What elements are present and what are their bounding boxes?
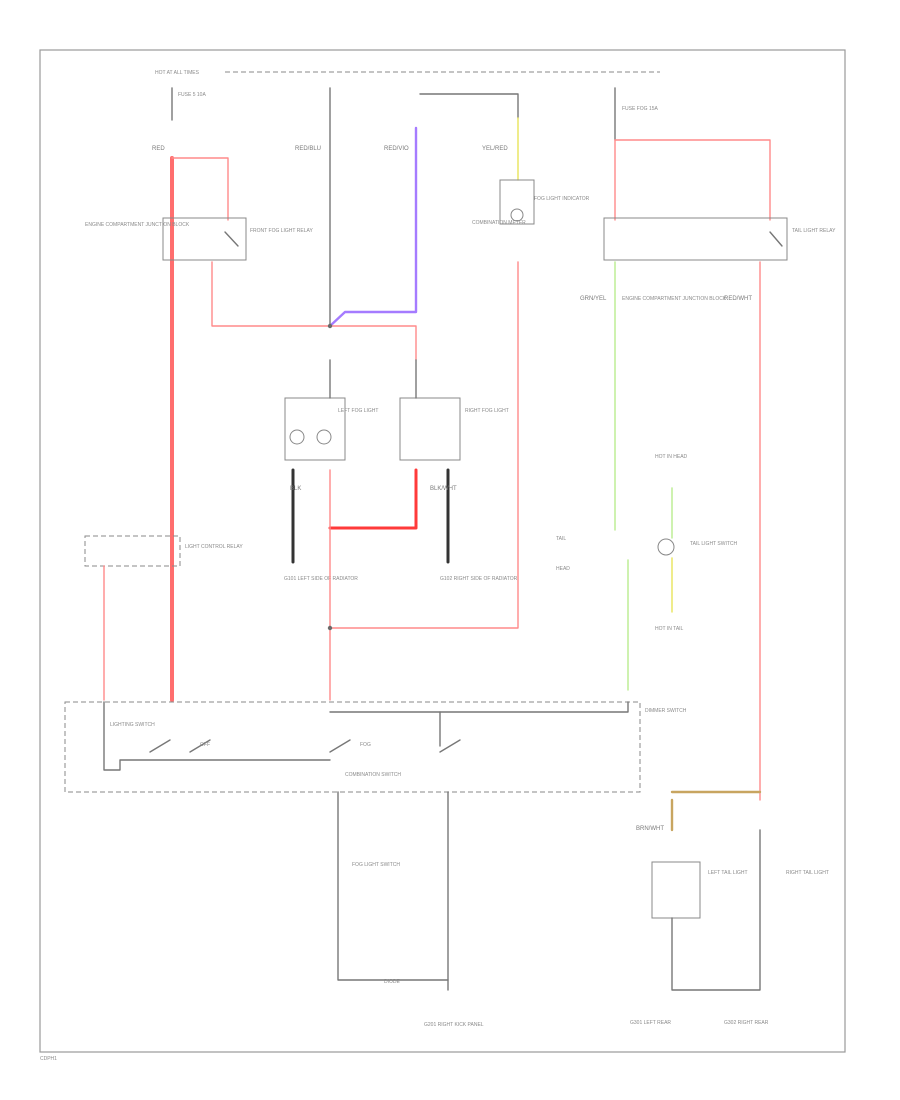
wire-red-right-top	[614, 139, 771, 221]
left-tail-box	[651, 861, 701, 919]
hot-in-head-label: HOT IN HEAD	[655, 454, 688, 460]
fuse-top-left-label: FUSE 5 10A	[178, 92, 206, 98]
hot-in-tail-label: HOT IN TAIL	[655, 626, 684, 632]
junction-dot-lower	[327, 625, 333, 631]
cond-head-label: HEAD	[556, 566, 570, 572]
left-fog-label: LEFT FOG LIGHT	[338, 408, 378, 414]
indicator-box	[499, 179, 535, 225]
code-yelred: YEL/RED	[482, 146, 508, 152]
indicator-label: FOG LIGHT INDICATOR	[534, 196, 590, 202]
relay-right-label: TAIL LIGHT RELAY	[792, 228, 836, 234]
diode-label: DIODE	[384, 979, 401, 985]
code-brnwht: BRN/WHT	[636, 826, 664, 832]
wire-red-cross	[328, 468, 418, 530]
code-redvio-1: RED/VIO	[384, 146, 409, 152]
ground-left-fog-label: G101 LEFT SIDE OF RADIATOR	[284, 576, 358, 582]
ground-right-fog-label: G102 RIGHT SIDE OF RADIATOR	[440, 576, 518, 582]
right-tail-label: RIGHT TAIL LIGHT	[786, 870, 829, 876]
combination-switch-box	[64, 701, 641, 793]
fuse-top-left: FUSE 5 10A	[171, 87, 206, 121]
code-blk-1: BLK	[290, 486, 301, 492]
wire-tail-ground	[671, 829, 761, 991]
cond-tail-label: TAIL	[556, 536, 566, 542]
wire-violet-feed	[328, 126, 418, 328]
top-bus-label: HOT AT ALL TIMES	[155, 70, 200, 76]
switch-line-1	[103, 701, 331, 771]
relay-left-box	[162, 217, 247, 261]
instrument-label: COMBINATION METER	[472, 220, 526, 226]
diagram-frame	[39, 49, 846, 1053]
tail-switch-label: TAIL LIGHT SWITCH	[690, 541, 738, 547]
wire-junction-right	[329, 325, 417, 361]
right-fog-light: RIGHT FOG LIGHT	[399, 397, 509, 461]
indicator-lamp	[510, 208, 524, 222]
connector-left-label: LIGHT CONTROL RELAY	[185, 544, 243, 550]
code-red-1: RED	[152, 146, 165, 152]
fuse-fog-label: FUSE FOG 15A	[622, 106, 659, 112]
relay-right-contact	[769, 231, 783, 247]
code-blkwht: BLK/WHT	[430, 486, 457, 492]
wire-right-return	[329, 261, 519, 629]
wire-indicator-feed	[419, 93, 519, 119]
combination-switch-label: COMBINATION SWITCH	[345, 772, 401, 778]
dimmer-label: DIMMER SWITCH	[645, 708, 687, 714]
relay-left-contact	[224, 231, 239, 247]
connector-left-box	[84, 535, 181, 567]
relay-right-box	[603, 217, 788, 261]
power-dist-right-label: ENGINE COMPARTMENT JUNCTION BLOCK	[622, 296, 727, 302]
wire-lower-left	[337, 791, 449, 981]
fog-switch-cluster: TAIL LIGHT SWITCH TAIL HEAD HOT IN HEAD …	[556, 454, 738, 632]
switch-line-3	[439, 701, 629, 713]
ground-left-tail-label: G301 LEFT REAR	[630, 1020, 671, 1026]
power-dist-left-label: ENGINE COMPARTMENT JUNCTION BLOCK	[85, 222, 190, 228]
cond-fog-label: FOG	[360, 742, 371, 748]
code-redblu-1: RED/BLU	[295, 146, 321, 152]
cond-off-label: OFF	[200, 742, 210, 748]
fog-switch-label: FOG LIGHT SWITCH	[352, 862, 400, 868]
right-fog-label: RIGHT FOG LIGHT	[465, 408, 509, 414]
switch-line-2	[329, 711, 441, 747]
light-switch-label: LIGHTING SWITCH	[110, 722, 155, 728]
wire-red-relay-feed	[171, 157, 229, 221]
junction-dot-center	[327, 323, 333, 329]
switch-contacts	[149, 739, 461, 753]
code-redwht: RED/WHT	[724, 296, 752, 302]
footer-code: CDPH1	[40, 1056, 57, 1062]
wire-relay-to-junction	[211, 261, 331, 327]
ground-right-tail-label: G302 RIGHT REAR	[724, 1020, 769, 1026]
left-fog-light: LEFT FOG LIGHT	[284, 397, 378, 461]
left-tail-label: LEFT TAIL LIGHT	[708, 870, 748, 876]
relay-left-label: FRONT FOG LIGHT RELAY	[250, 228, 313, 234]
code-grnyel: GRN/YEL	[580, 296, 607, 302]
ground-bottom-label: G201 RIGHT KICK PANEL	[424, 1022, 484, 1028]
